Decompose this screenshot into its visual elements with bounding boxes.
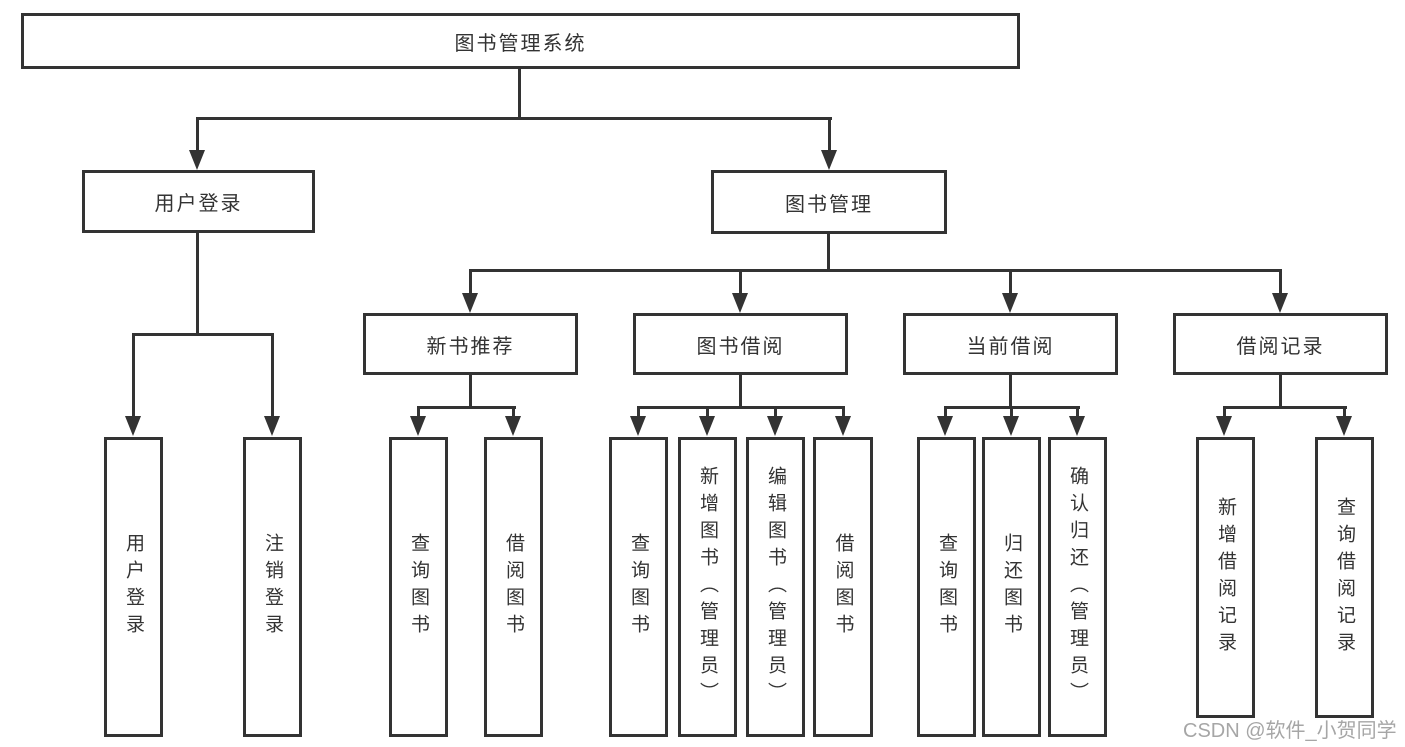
connector-line [512,406,515,418]
connector-line [828,117,831,152]
leaf-edit-book-admin: 编辑图书（管理员） [746,437,805,737]
node-current-borrow-label: 当前借阅 [966,335,1055,358]
leaf-query-book-1: 查询图书 [389,437,448,737]
leaf-edit-book-admin-label: 编辑图书（管理员） [765,465,786,709]
connector-line [196,233,199,335]
connector-line [1010,406,1013,418]
connector-line [469,375,472,408]
connector-line [196,117,832,120]
arrow-down-icon [937,416,953,436]
connector-line [1009,375,1012,408]
leaf-user-login: 用户登录 [104,437,163,737]
node-new-book-recommend-label: 新书推荐 [426,335,515,358]
leaf-return-book: 归还图书 [982,437,1041,737]
arrow-down-icon [835,416,851,436]
connector-line [1223,406,1347,409]
leaf-query-book-2-label: 查询图书 [628,533,649,641]
connector-line [1279,269,1282,295]
leaf-user-login-label: 用户登录 [123,533,144,641]
connector-line [637,406,845,409]
leaf-return-book-label: 归还图书 [1001,533,1022,641]
leaf-borrow-book-2: 借阅图书 [813,437,873,737]
leaf-add-borrow-record: 新增借阅记录 [1196,437,1255,718]
node-root-label: 图书管理系统 [454,32,587,55]
leaf-confirm-return-admin: 确认归还（管理员） [1048,437,1107,737]
connector-line [417,406,516,409]
connector-line [944,406,947,418]
node-book-borrow-label: 图书借阅 [696,335,785,358]
connector-line [132,333,274,336]
leaf-query-borrow-record-label: 查询借阅记录 [1334,496,1355,659]
leaf-logout: 注销登录 [243,437,302,737]
arrow-down-icon [767,416,783,436]
leaf-query-book-3-label: 查询图书 [936,533,957,641]
leaf-logout-label: 注销登录 [262,533,283,641]
leaf-query-book-2: 查询图书 [609,437,668,737]
node-user-login-label: 用户登录 [154,193,243,215]
node-book-borrow: 图书借阅 [633,313,848,375]
connector-line [774,406,777,418]
arrow-down-icon [630,416,646,436]
node-book-management: 图书管理 [711,170,947,234]
arrow-down-icon [505,416,521,436]
node-new-book-recommend: 新书推荐 [363,313,578,375]
node-book-management-label: 图书管理 [785,193,873,216]
node-borrow-records: 借阅记录 [1173,313,1388,375]
arrow-down-icon [821,150,837,170]
node-borrow-records-label: 借阅记录 [1236,335,1325,358]
connector-line [518,69,521,119]
arrow-down-icon [1272,293,1288,313]
connector-line [739,269,742,295]
leaf-borrow-book-1: 借阅图书 [484,437,543,737]
leaf-query-borrow-record: 查询借阅记录 [1315,437,1374,718]
leaf-borrow-book-1-label: 借阅图书 [503,533,524,641]
leaf-add-book-admin-label: 新增图书（管理员） [697,465,718,709]
leaf-add-book-admin: 新增图书（管理员） [678,437,737,737]
connector-line [739,375,742,408]
connector-line [827,234,830,271]
connector-line [706,406,709,418]
connector-line [637,406,640,418]
arrow-down-icon [1069,416,1085,436]
leaf-query-book-1-label: 查询图书 [408,533,429,641]
leaf-borrow-book-2-label: 借阅图书 [832,533,854,641]
node-user-login: 用户登录 [82,170,315,233]
connector-line [469,269,1282,272]
leaf-add-borrow-record-label: 新增借阅记录 [1215,496,1236,659]
arrow-down-icon [462,293,478,313]
connector-line [1279,375,1282,408]
arrow-down-icon [1003,416,1019,436]
csdn-watermark: CSDN @软件_小贺同学 [1183,720,1397,742]
arrow-down-icon [1336,416,1352,436]
connector-line [469,269,472,295]
connector-line [1076,406,1079,418]
arrow-down-icon [1216,416,1232,436]
leaf-confirm-return-admin-label: 确认归还（管理员） [1067,465,1088,709]
arrow-down-icon [410,416,426,436]
arrow-down-icon [699,416,715,436]
arrow-down-icon [264,416,280,436]
connector-line [417,406,420,418]
connector-line [1343,406,1346,418]
connector-line [271,333,274,417]
leaf-query-book-3: 查询图书 [917,437,976,737]
arrow-down-icon [732,293,748,313]
arrow-down-icon [125,416,141,436]
node-current-borrow: 当前借阅 [903,313,1118,375]
connector-line [842,406,845,418]
connector-line [132,333,135,417]
connector-line [1009,269,1012,295]
arrow-down-icon [1002,293,1018,313]
connector-line [1223,406,1226,418]
connector-line [196,117,199,152]
node-root: 图书管理系统 [21,13,1020,69]
arrow-down-icon [189,150,205,170]
